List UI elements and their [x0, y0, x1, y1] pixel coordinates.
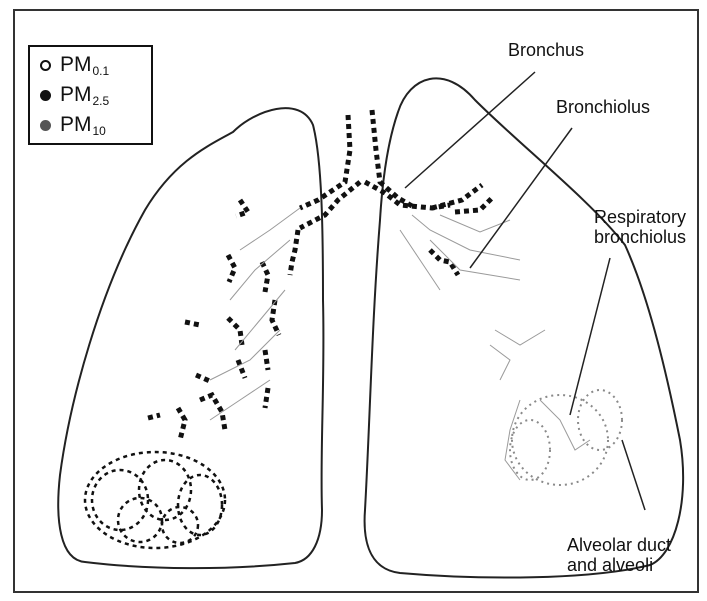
left-bronchus-14	[236, 200, 248, 216]
left-bronchus-6	[185, 322, 200, 325]
left-bronchus-13	[148, 415, 160, 418]
solid-dot-icon	[40, 90, 51, 101]
alveolar-duct-leader	[622, 440, 645, 510]
trachea-right-wall	[372, 110, 412, 206]
left-bronchus-1	[290, 230, 298, 275]
legend-label: PM	[60, 83, 92, 107]
grey-dot-icon	[40, 120, 51, 131]
fine-bronchioles	[210, 208, 590, 480]
label-alveolar-line1: Alveolar duct	[567, 535, 671, 555]
left-bronchus-10	[265, 388, 268, 408]
bronchus-leader	[405, 72, 535, 188]
legend-label: PM	[60, 53, 92, 77]
legend-subscript: 10	[93, 124, 106, 138]
legend-label: PM	[60, 113, 92, 137]
legend-subscript: 0.1	[93, 64, 110, 78]
hollow-dot-icon	[40, 60, 51, 71]
label-alveolar-line2: and alveoli	[567, 555, 671, 575]
right-alveolar-cluster	[510, 390, 622, 485]
left-bronchus-3	[228, 255, 235, 282]
left-bronchus-4	[272, 300, 279, 335]
left-bronchus-12	[178, 408, 185, 440]
label-bronchus: Bronchus	[508, 40, 584, 60]
left-bronchus-9	[196, 375, 212, 382]
bronchiolus-leader	[470, 128, 572, 268]
label-respiratory-line1: Respiratory	[566, 207, 686, 227]
left-alveolar-cluster	[85, 452, 225, 548]
label-bronchiolus: Bronchiolus	[556, 97, 650, 117]
label-respiratory-bronchiolus: Respiratory bronchiolus	[566, 207, 686, 247]
right-lung-outline	[365, 78, 684, 577]
bronchial-tree	[148, 110, 492, 440]
label-respiratory-line2: bronchiolus	[566, 227, 686, 247]
left-bronchus-7	[265, 350, 268, 370]
left-bronchus-5	[228, 318, 242, 345]
legend-subscript: 2.5	[93, 94, 110, 108]
leader-lines	[405, 72, 645, 510]
label-alveolar: Alveolar duct and alveoli	[567, 535, 671, 575]
left-bronchus-2	[262, 262, 268, 292]
